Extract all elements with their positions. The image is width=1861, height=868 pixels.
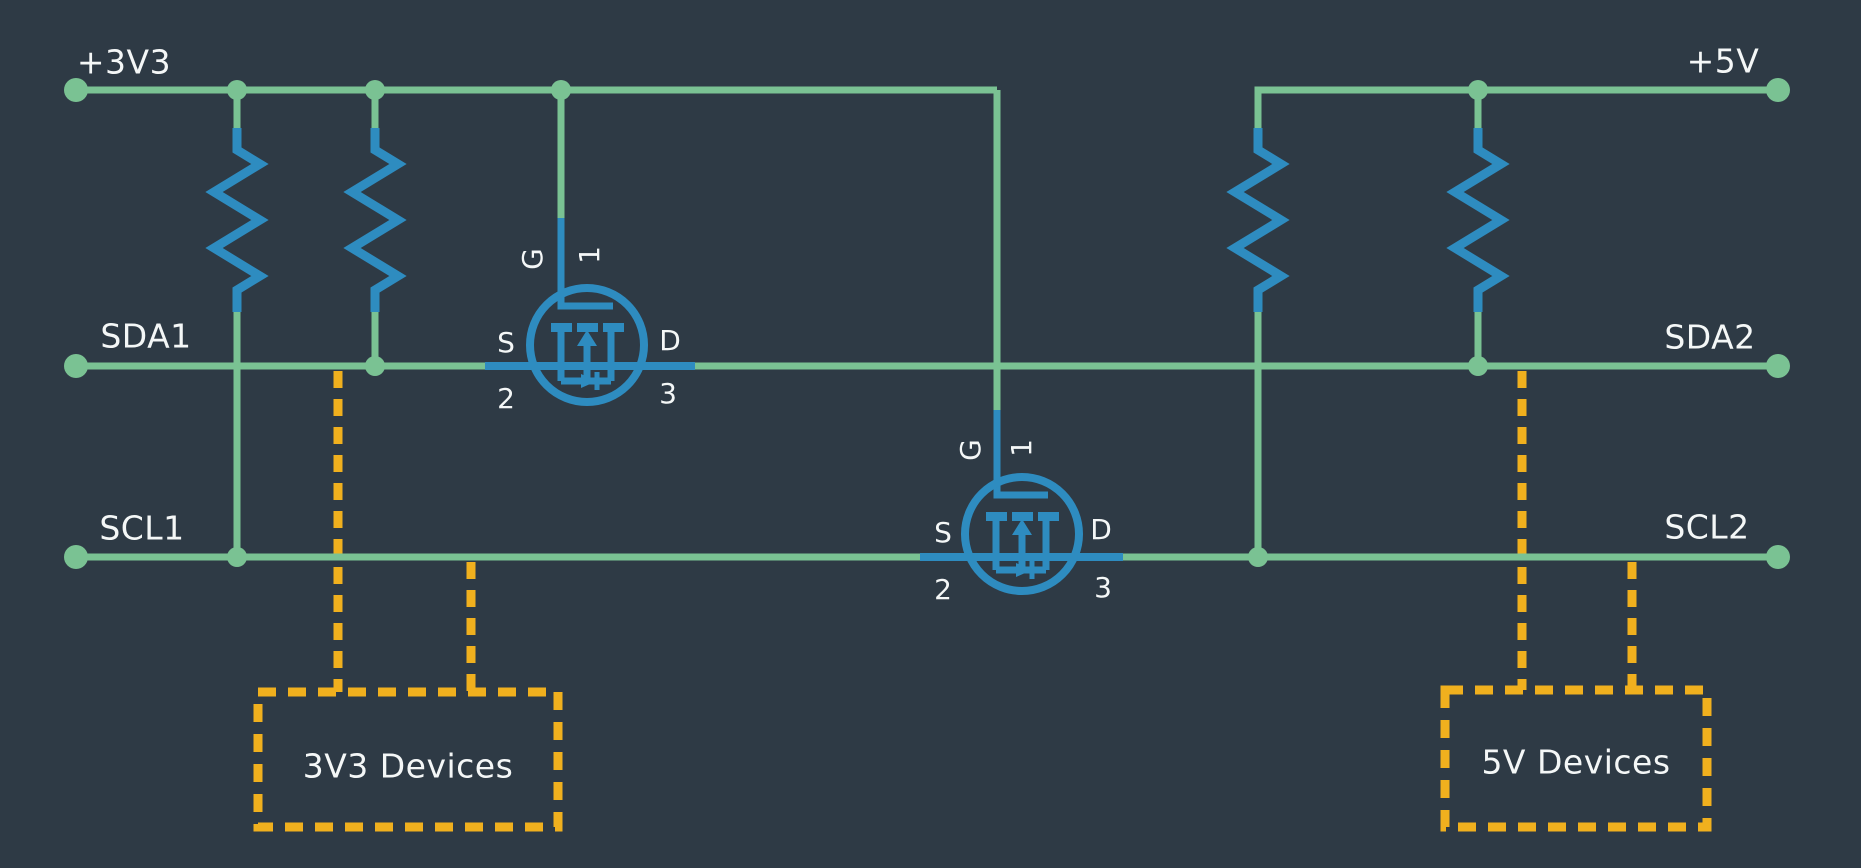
mosfet2-body-arrow (1012, 519, 1032, 535)
junction-dot (1468, 80, 1488, 100)
mosfet2-gate-label: G (954, 439, 987, 461)
net-label-sda1: SDA1 (100, 316, 192, 356)
wire-dots (64, 78, 1790, 569)
mosfet1-gate-lead (557, 218, 613, 310)
junction-dot (227, 80, 247, 100)
junction-dot (1468, 356, 1488, 376)
mosfet1-drain-pin: 3 (659, 377, 677, 410)
mosfet2-source-label: S (934, 516, 952, 549)
device-box-3v3-label: 3V3 Devices (302, 746, 514, 786)
mosfet1-gate-label: G (516, 248, 549, 270)
mosfet2-source-pin: 2 (934, 573, 952, 606)
resistor-3v3-sda (343, 90, 407, 366)
mosfet-2-symbol (920, 410, 1123, 595)
resistor-5v-scl (1226, 90, 1290, 557)
mosfet2-drain-pin: 3 (1094, 571, 1112, 604)
junction-dot (365, 356, 385, 376)
junction-dot (227, 547, 247, 567)
terminal-dot (64, 545, 88, 569)
terminal-dot (1766, 78, 1790, 102)
junction-dot (365, 80, 385, 100)
mosfet2-gate-lead (993, 410, 1048, 499)
mosfet1-body-arrow (577, 330, 597, 346)
mosfet-1-symbol (485, 218, 695, 406)
net-label-scl1: SCL1 (99, 508, 185, 548)
terminal-dot (64, 354, 88, 378)
device-box-3v3 (253, 687, 563, 832)
mosfet1-gate-pin: 1 (573, 246, 606, 264)
power-label-3v3: +3V3 (76, 42, 172, 82)
net-label-scl2: SCL2 (1664, 507, 1750, 547)
mosfet2-gate-pin: 1 (1005, 439, 1038, 457)
resistor-3v3-scl (205, 90, 269, 557)
power-label-5v: +5V (1686, 41, 1760, 81)
device-box-5v (1440, 685, 1712, 832)
pullup-resistors (205, 90, 1510, 557)
resistor-5v-sda (1446, 90, 1510, 366)
rail-5v (1254, 86, 1778, 128)
net-label-sda2: SDA2 (1664, 317, 1756, 357)
mosfet1-source-pin: 2 (497, 382, 515, 415)
mosfet2-drain-label: D (1090, 513, 1112, 546)
terminal-dot (1766, 354, 1790, 378)
mosfet1-drain-label: D (659, 324, 681, 357)
gate-wires (557, 90, 1001, 410)
junction-dot (551, 80, 571, 100)
terminal-dot (64, 78, 88, 102)
terminal-dot (1766, 545, 1790, 569)
device-box-5v-label: 5V Devices (1481, 742, 1671, 782)
device-box-connections (253, 371, 1712, 832)
mosfet1-source-label: S (497, 326, 515, 359)
junction-dot (1248, 547, 1268, 567)
mosfet2-body-circle (961, 473, 1083, 595)
mosfet1-body-circle (526, 284, 648, 406)
